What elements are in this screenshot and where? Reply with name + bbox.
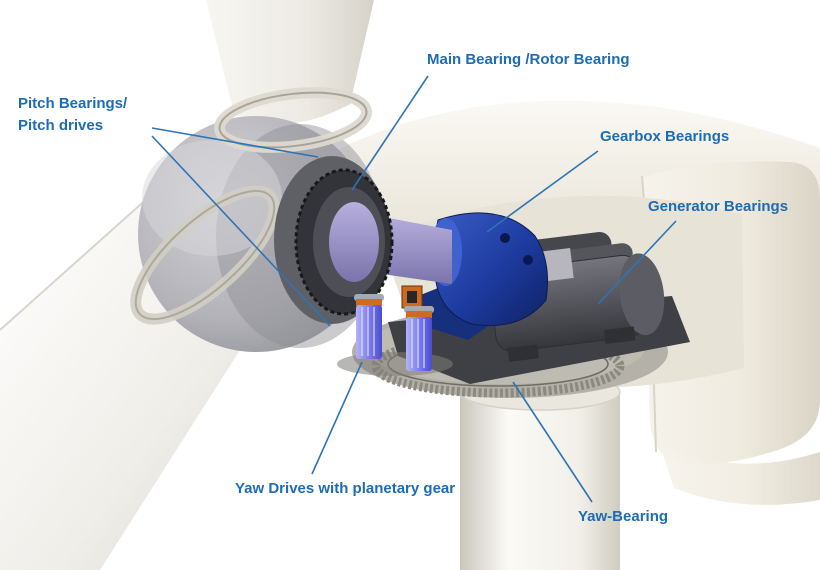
callout-lines xyxy=(151,75,677,503)
pitch-bearing-left-ring xyxy=(130,185,280,325)
yaw-drive-left xyxy=(354,294,384,359)
callout-main-bearing xyxy=(351,75,429,191)
callout-generator xyxy=(597,220,677,305)
label-yaw-bearing: Yaw-Bearing xyxy=(578,508,669,525)
main-bearing xyxy=(294,168,394,316)
callout-yaw-bearing xyxy=(512,381,593,503)
generator-end-cap xyxy=(619,253,665,335)
label-generator-bearings: Generator Bearings xyxy=(648,198,789,215)
tower xyxy=(459,373,621,570)
yaw-drive-right xyxy=(404,306,434,371)
callout-pitch-top xyxy=(151,127,319,158)
label-gearbox-bearings: Gearbox Bearings xyxy=(600,128,730,145)
callout-gearbox xyxy=(486,150,599,233)
yaw-drive-shadow xyxy=(337,352,453,376)
pitch-bearing-top-ring xyxy=(213,87,373,153)
callout-pitch-bottom xyxy=(151,135,331,327)
label-pitch-bearings-line1: Pitch Bearings/ xyxy=(18,95,128,112)
label-pitch-bearings: Pitch Bearings/ Pitch drives xyxy=(18,93,127,137)
label-pitch-bearings-line2: Pitch drives xyxy=(18,116,104,134)
top-blade xyxy=(206,0,374,124)
label-main-bearing: Main Bearing /Rotor Bearing xyxy=(427,51,630,68)
label-yaw-drives: Yaw Drives with planetary gear xyxy=(235,480,456,497)
callout-yaw-drives xyxy=(311,361,363,475)
